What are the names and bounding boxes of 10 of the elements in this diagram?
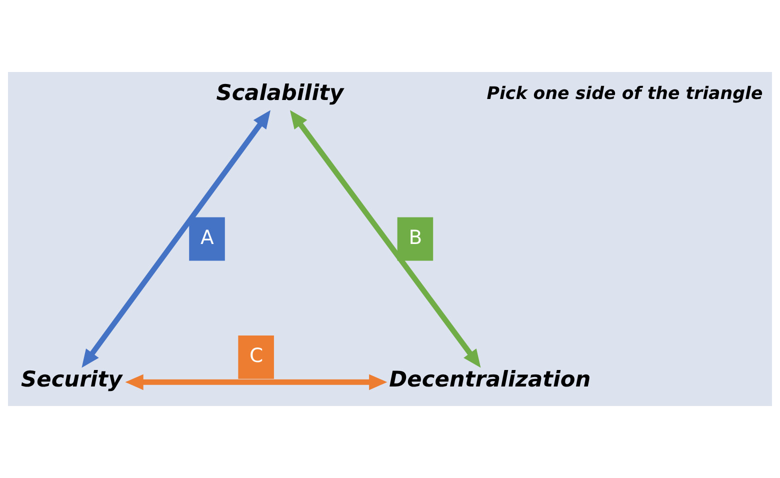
node-text: Decentralization bbox=[389, 367, 591, 392]
arrow bbox=[290, 110, 481, 368]
label: Pick one side of the triangle bbox=[486, 84, 763, 104]
edge-label: A bbox=[200, 226, 214, 249]
arrow bbox=[125, 374, 388, 390]
arrow bbox=[82, 110, 271, 368]
node-text: Scalability bbox=[216, 81, 344, 106]
node-text: Security bbox=[21, 367, 122, 392]
edge-label: C bbox=[250, 344, 264, 367]
edge-label: B bbox=[408, 226, 422, 249]
